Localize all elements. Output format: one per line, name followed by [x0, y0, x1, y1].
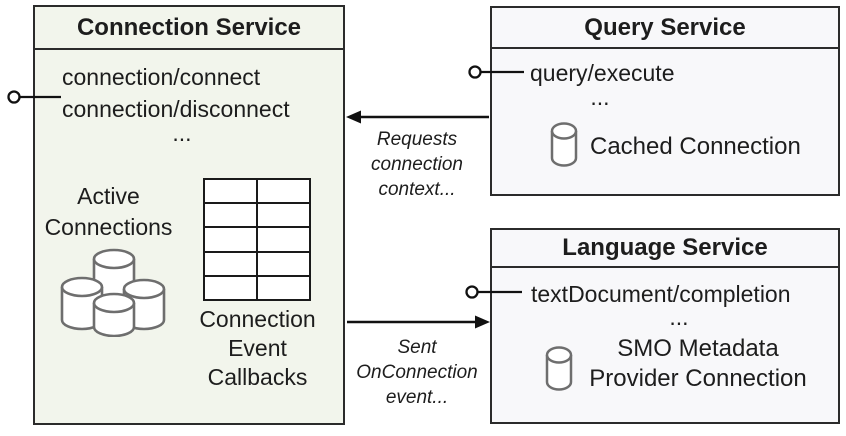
- textdocument-completion-method: textDocument/completion: [531, 281, 791, 307]
- requests-connection-context-label: Requests connection context...: [371, 129, 463, 200]
- query-execute-method: query/execute: [530, 60, 675, 86]
- connection-connect-method: connection/connect: [62, 64, 261, 90]
- requests-connection-arrow: [346, 110, 489, 124]
- connection-methods-ellipsis: ...: [172, 120, 192, 146]
- table-grid-icon: [203, 178, 311, 301]
- query-methods-ellipsis: ...: [590, 84, 610, 110]
- language-methods-ellipsis: ...: [669, 304, 689, 330]
- connection-service-title: Connection Service: [35, 7, 343, 50]
- database-cluster-icon: [60, 248, 166, 337]
- connection-disconnect-method: connection/disconnect: [62, 96, 290, 122]
- connection-event-callbacks-label: Connection Event Callbacks: [199, 306, 316, 390]
- cached-connection-label: Cached Connection: [590, 133, 801, 160]
- smo-metadata-provider-connection-label: SMO Metadata Provider Connection: [589, 335, 807, 392]
- sent-onconnection-arrow: [347, 315, 490, 329]
- language-service-box: Language Service: [490, 228, 840, 424]
- sent-onconnection-event-label: Sent OnConnection event...: [356, 337, 478, 408]
- active-connections-label: Active Connections: [44, 183, 173, 240]
- language-service-title: Language Service: [492, 230, 838, 268]
- query-service-box: Query Service: [490, 6, 840, 196]
- database-icon: [545, 346, 573, 391]
- database-icon: [550, 122, 578, 167]
- query-service-title: Query Service: [492, 8, 838, 49]
